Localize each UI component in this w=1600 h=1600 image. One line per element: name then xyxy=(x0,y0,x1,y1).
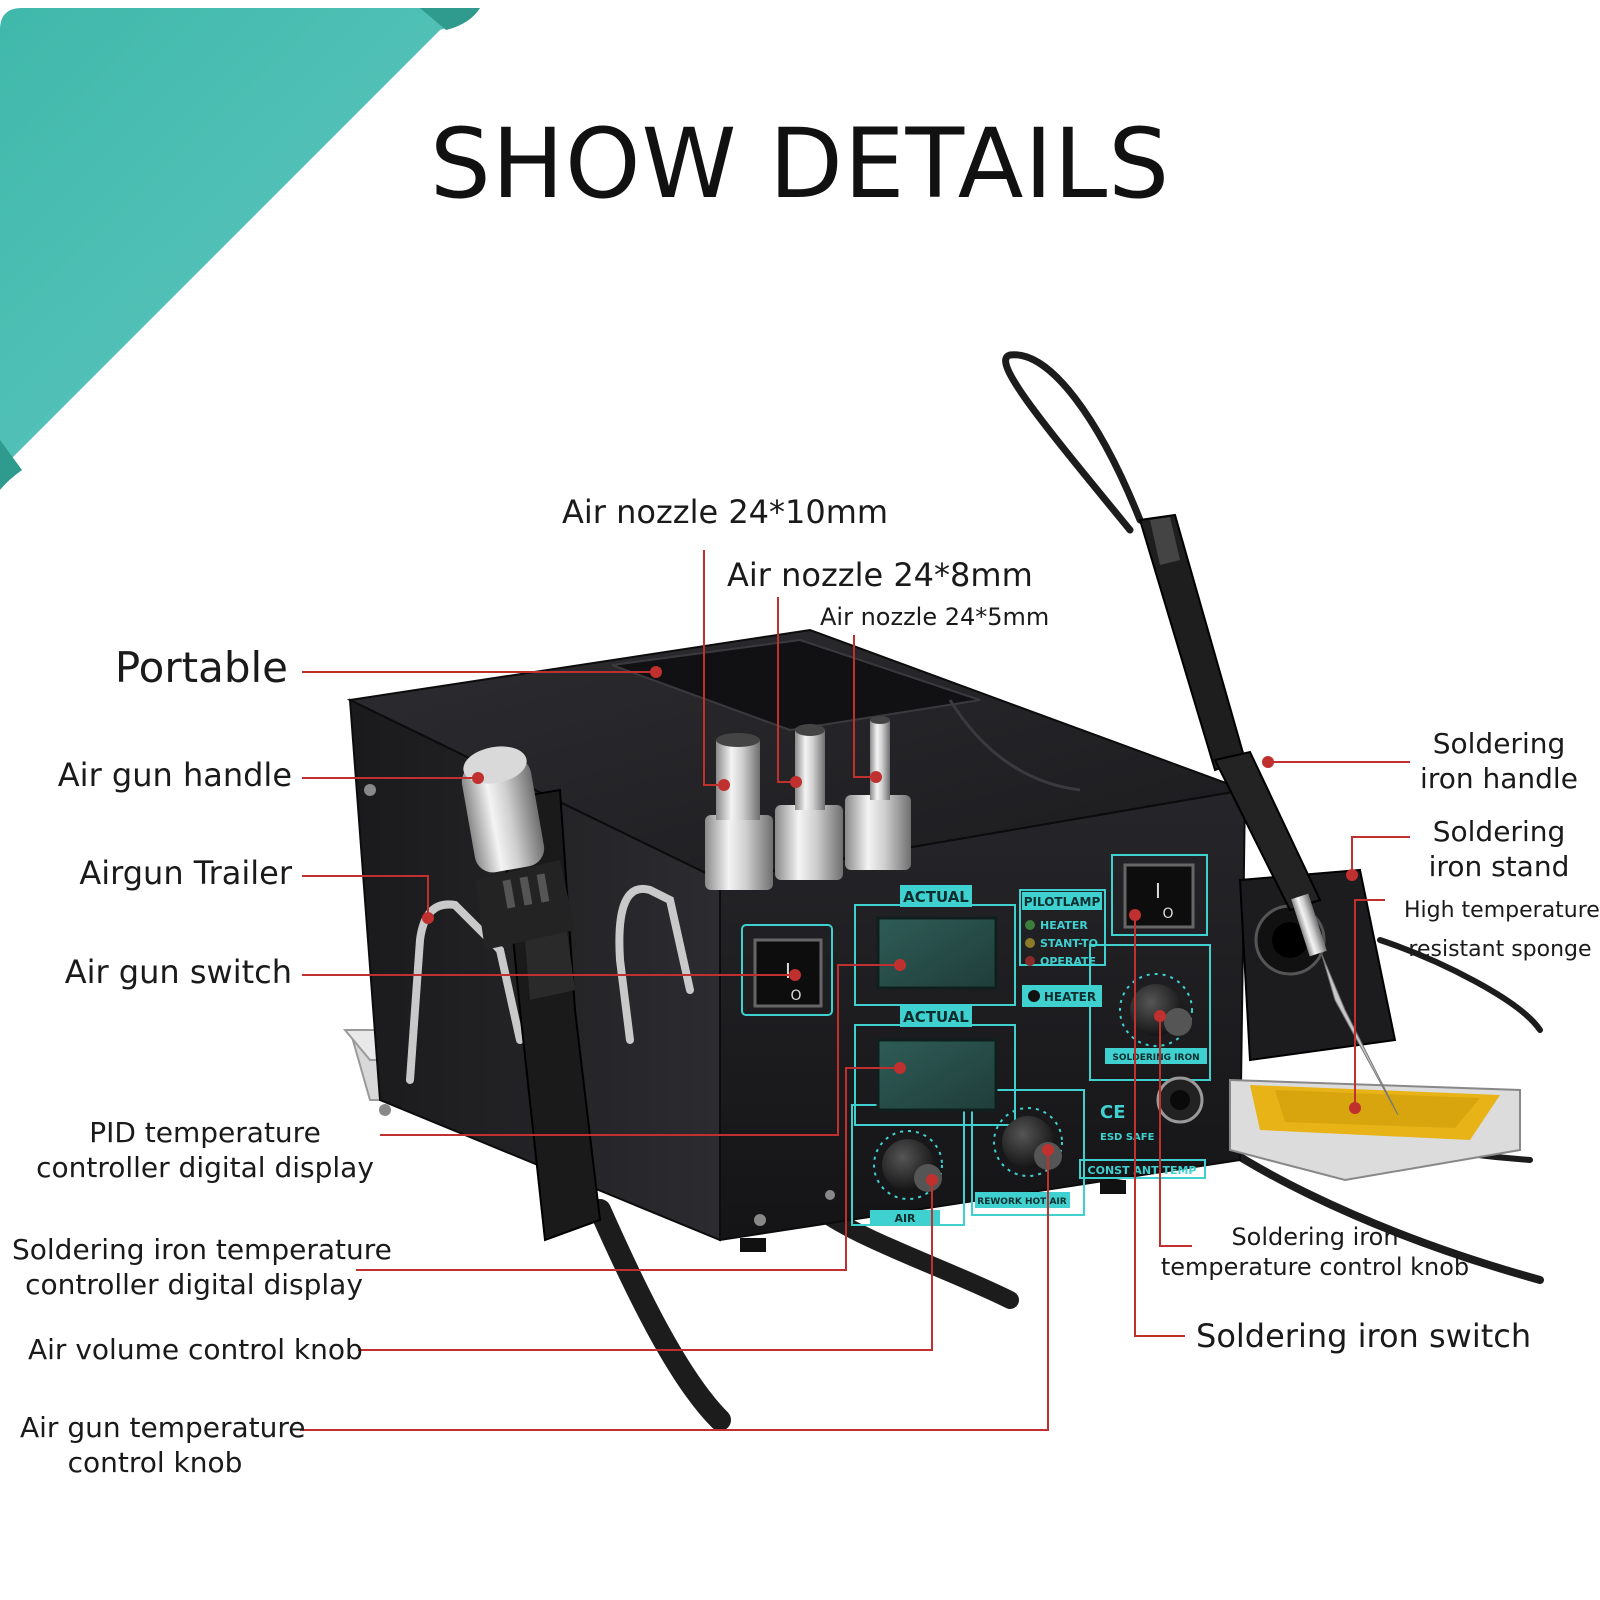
label-iron-knob: Soldering iron temperature control knob xyxy=(1160,1222,1470,1282)
operate-led-label: OPERATE xyxy=(1040,955,1096,968)
label-iron-handle-line-2: iron handle xyxy=(1420,762,1578,795)
teal-corner-decoration xyxy=(0,8,480,490)
label-iron-stand-line-1: Soldering xyxy=(1432,815,1566,848)
switch-on-mark: I xyxy=(785,959,791,983)
iron-switch-on-mark: I xyxy=(1155,879,1161,903)
label-air-gun-switch: Air gun switch xyxy=(64,953,292,991)
iron-socket xyxy=(1156,1076,1204,1124)
label-sponge: High temperature resistant sponge xyxy=(1404,892,1600,969)
label-portable: Portable xyxy=(114,643,288,692)
label-iron-display-line-2: controller digital display xyxy=(25,1268,363,1301)
label-airgun-trailer: Airgun Trailer xyxy=(79,854,292,892)
pid-display xyxy=(876,916,998,990)
label-air-temp-knob-line-2: control knob xyxy=(67,1446,243,1479)
airgun-trailer-hooks xyxy=(406,884,694,1084)
page-title: SHOW DETAILS xyxy=(429,108,1171,220)
heater-tag: HEATER xyxy=(1044,990,1096,1004)
label-iron-handle-line-1: Soldering xyxy=(1432,727,1566,760)
actual-tag-1: ACTUAL xyxy=(903,888,969,906)
iron-stand xyxy=(1229,868,1521,1182)
pilotlamp-tag: PILOTLAMP xyxy=(1024,895,1101,909)
standby-led-label: STANT-TO xyxy=(1040,937,1098,950)
label-iron-handle: Soldering iron handle xyxy=(1414,726,1584,796)
label-pid-display-line-1: PID temperature xyxy=(89,1116,321,1149)
heater-led-label: HEATER xyxy=(1040,919,1088,932)
label-iron-display: Soldering iron temperature controller di… xyxy=(12,1232,392,1302)
callout-lines xyxy=(300,550,1410,1431)
label-air-temp-knob-line-1: Air gun temperature xyxy=(20,1411,306,1444)
label-air-volume-knob: Air volume control knob xyxy=(28,1333,363,1366)
air-gun xyxy=(461,746,602,1242)
label-iron-display-line-1: Soldering iron temperature xyxy=(12,1233,392,1266)
rework-tag: REWORK HOT AIR xyxy=(977,1197,1066,1207)
label-air-nozzle-8mm: Air nozzle 24*8mm xyxy=(727,556,1033,594)
iron-switch-off-mark: O xyxy=(1162,906,1173,922)
label-iron-stand-line-2: iron stand xyxy=(1428,850,1570,883)
iron-temp-knob-graphic xyxy=(1119,973,1193,1047)
label-sponge-line-2: resistant sponge xyxy=(1408,936,1592,962)
air-gun-switch-graphic: I O xyxy=(753,938,823,1008)
air-nozzle-8mm xyxy=(775,724,843,880)
label-iron-knob-line-1: Soldering iron xyxy=(1231,1223,1399,1251)
label-iron-switch: Soldering iron switch xyxy=(1196,1317,1532,1355)
air-nozzles xyxy=(705,716,911,890)
const-temp-tag: CONST ANT TEMP xyxy=(1088,1164,1197,1177)
air-temp-knob-graphic xyxy=(993,1107,1063,1177)
label-air-gun-handle: Air gun handle xyxy=(57,756,292,794)
label-pid-display-line-2: controller digital display xyxy=(36,1151,374,1184)
esd-mark: ESD SAFE xyxy=(1100,1132,1155,1143)
actual-tag-2: ACTUAL xyxy=(903,1008,969,1026)
air-tag: AIR xyxy=(894,1212,916,1225)
soldering-iron-tag: SOLDERING IRON xyxy=(1112,1053,1199,1063)
callout-dots xyxy=(422,666,1361,1186)
label-air-nozzle-10mm: Air nozzle 24*10mm xyxy=(562,493,889,531)
switch-off-mark: O xyxy=(790,988,801,1004)
iron-display xyxy=(876,1038,998,1112)
label-iron-stand: Soldering iron stand xyxy=(1414,814,1584,884)
label-air-temp-knob: Air gun temperature control knob xyxy=(20,1410,306,1480)
label-sponge-line-1: High temperature xyxy=(1404,898,1600,923)
label-iron-knob-line-2: temperature control knob xyxy=(1160,1253,1470,1281)
soldering-iron xyxy=(1138,513,1399,1116)
label-pid-display: PID temperature controller digital displ… xyxy=(30,1115,380,1185)
panel-labels: ACTUAL ACTUAL PILOTLAMP HEATER STANT-TO … xyxy=(870,885,1207,1226)
ce-mark: CE xyxy=(1100,1102,1126,1123)
label-air-nozzle-5mm: Air nozzle 24*5mm xyxy=(820,603,1050,631)
